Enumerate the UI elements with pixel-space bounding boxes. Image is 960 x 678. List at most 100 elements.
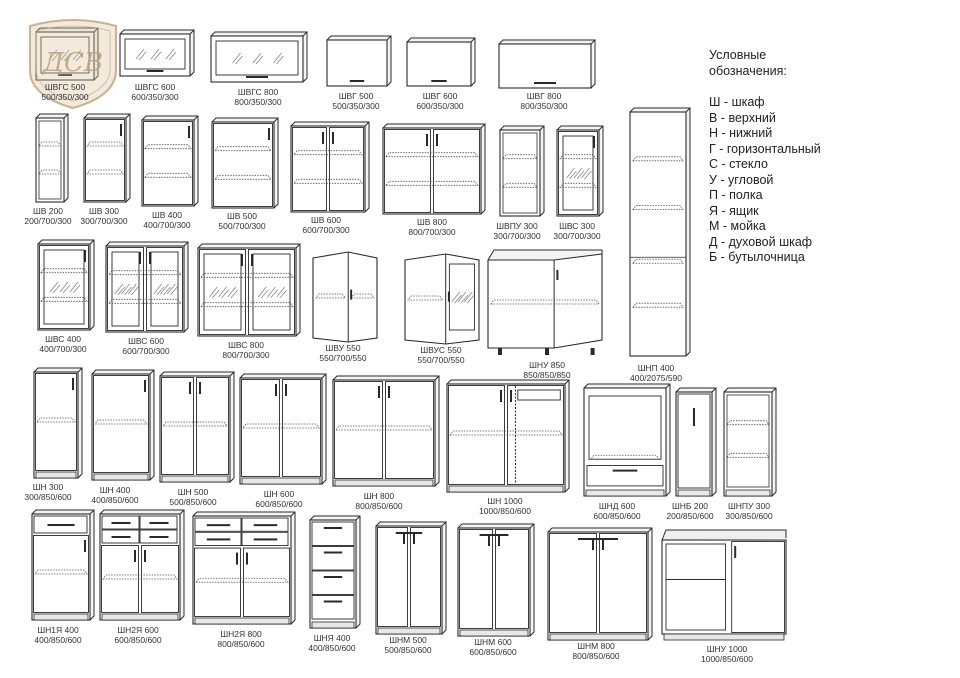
cabinet-name: ШНЯ 400 bbox=[313, 633, 351, 643]
cabinet-name: ШВ 200 bbox=[32, 206, 63, 216]
legend-item: П - полка bbox=[709, 188, 763, 202]
cabinet-name: ШН 600 bbox=[263, 489, 295, 499]
cabinet-name: ШНД 600 bbox=[598, 501, 636, 511]
cabinet-dims: 550/700/550 bbox=[319, 352, 367, 363]
cabinet-shv500 bbox=[211, 117, 279, 209]
cabinet-shnpu300 bbox=[723, 387, 777, 497]
cabinet-name: ШН2Я 600 bbox=[117, 625, 159, 635]
cabinet-shn2ya800 bbox=[192, 511, 296, 625]
cabinet-shn400 bbox=[91, 369, 155, 481]
cabinet-name: ШВС 300 bbox=[559, 221, 595, 231]
cabinet-shvs800 bbox=[197, 243, 301, 337]
cabinet-name: ШВ 400 bbox=[151, 210, 182, 220]
cabinet-shnd600 bbox=[583, 383, 671, 497]
cabinet-dims: 600/350/300 bbox=[416, 100, 464, 111]
cabinet-dims: 550/700/550 bbox=[417, 354, 465, 365]
cabinet-shnya400 bbox=[309, 515, 361, 629]
legend-item: В - верхний bbox=[709, 110, 776, 125]
cabinet-name: ШВУ 550 bbox=[325, 343, 361, 353]
cabinet-name: ШНПУ 300 bbox=[728, 501, 770, 511]
cabinet-name: ШНМ 800 bbox=[577, 641, 615, 651]
cabinet-shnu1000 bbox=[661, 529, 787, 641]
legend-item: Б - бутылочница bbox=[709, 250, 805, 264]
cabinet-dims: 400/850/600 bbox=[308, 642, 356, 653]
cabinet-shnm600 bbox=[457, 523, 535, 637]
cabinet-shvgs800 bbox=[210, 31, 308, 83]
cabinet-dims: 500/350/300 bbox=[41, 91, 89, 102]
cabinet-name: ШВ 300 bbox=[88, 206, 119, 216]
cabinet-shn2ya600 bbox=[99, 509, 185, 621]
cabinet-dims: 600/850/600 bbox=[593, 510, 641, 521]
legend-item: Ш - шкаф bbox=[709, 95, 765, 109]
cabinet-name: ШН 1000 bbox=[487, 496, 523, 506]
cabinet-dims: 400/850/600 bbox=[34, 634, 82, 645]
cabinet-name: ШН 500 bbox=[177, 487, 209, 497]
cabinet-dims: 400/700/300 bbox=[39, 343, 87, 354]
cabinet-name: ШВС 600 bbox=[128, 336, 164, 346]
cabinet-name: ШНП 400 bbox=[637, 363, 675, 373]
cabinet-name: ШВ 800 bbox=[416, 217, 447, 227]
cabinet-dims: 400/2075/590 bbox=[630, 372, 682, 383]
legend-item: С - стекло bbox=[709, 157, 768, 171]
cabinet-dims: 800/350/300 bbox=[520, 100, 568, 111]
cabinet-name: ШНМ 600 bbox=[474, 637, 512, 647]
cabinet-dims: 600/850/600 bbox=[469, 646, 517, 657]
legend-title: Условные обозначения: bbox=[709, 48, 787, 78]
shield-icon bbox=[29, 19, 117, 110]
cabinet-shvg600 bbox=[406, 37, 476, 87]
cabinet-dims: 600/850/600 bbox=[114, 634, 162, 645]
cabinet-dims: 200/850/600 bbox=[666, 510, 714, 521]
cabinet-shn600 bbox=[239, 373, 327, 485]
cabinet-name: ШН2Я 800 bbox=[220, 629, 262, 639]
cabinet-dims: 600/350/300 bbox=[131, 91, 179, 102]
cabinet-name: ШВ 600 bbox=[310, 215, 341, 225]
cabinet-shv600 bbox=[290, 121, 370, 213]
legend: Условные обозначения: Ш - шкаф В - верхн… bbox=[709, 48, 949, 266]
cabinet-shv400 bbox=[141, 115, 199, 207]
cabinet-name: ШВС 400 bbox=[45, 334, 81, 344]
cabinet-name: ШНБ 200 bbox=[671, 501, 709, 511]
cabinet-name: ШВГС 600 bbox=[134, 82, 176, 92]
cabinet-dims: 500/850/600 bbox=[169, 496, 217, 507]
cabinet-name: ШН 300 bbox=[32, 482, 64, 492]
cabinet-shv800 bbox=[382, 123, 486, 215]
watermark-text: ДСВ bbox=[42, 48, 104, 78]
cabinet-dims: 800/700/300 bbox=[222, 349, 270, 360]
cabinet-dims: 800/850/600 bbox=[572, 650, 620, 661]
cabinet-dims: 500/850/600 bbox=[384, 644, 432, 655]
cabinet-shvgs500 bbox=[35, 27, 99, 81]
cabinet-shvus550 bbox=[404, 253, 480, 345]
cabinet-dims: 600/850/600 bbox=[255, 498, 303, 509]
cabinet-name: ШВС 800 bbox=[228, 340, 264, 350]
cabinet-name: ШНМ 500 bbox=[389, 635, 427, 645]
legend-item: Д - духовой шкаф bbox=[709, 234, 813, 249]
cabinet-dims: 300/850/600 bbox=[725, 510, 773, 521]
cabinet-shn500 bbox=[159, 371, 235, 483]
cabinet-name: ШВУС 550 bbox=[420, 345, 462, 355]
cabinet-name: ШВГ 500 bbox=[338, 91, 374, 101]
cabinet-shvs300 bbox=[556, 125, 604, 217]
